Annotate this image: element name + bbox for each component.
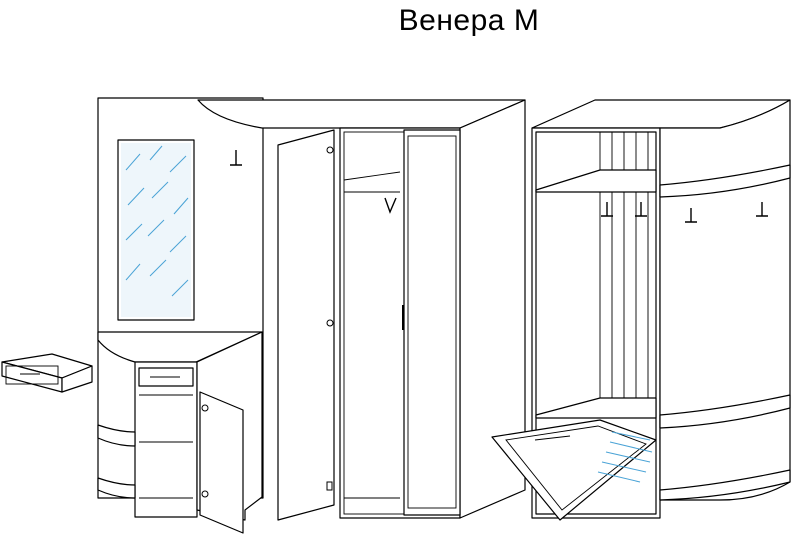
side-shelf-upper bbox=[97, 424, 136, 447]
hinge-icon bbox=[326, 481, 333, 491]
coat-hook-icon bbox=[230, 150, 242, 166]
detached-drawer bbox=[1, 353, 93, 393]
coat-hook-icon bbox=[756, 202, 768, 217]
open-cabinet-door bbox=[199, 391, 244, 534]
shoe-shelf bbox=[535, 397, 657, 419]
corner-shelf-upper bbox=[659, 164, 791, 198]
shoe-box-hatch bbox=[597, 431, 653, 483]
hinge-icon bbox=[201, 490, 209, 498]
coat-hook-icon bbox=[685, 208, 697, 223]
corner-shelf-lower bbox=[659, 394, 791, 429]
mirror-frame bbox=[117, 139, 195, 321]
corner-rack-module bbox=[491, 99, 791, 521]
corner-shelf-bottom bbox=[659, 469, 791, 501]
hinge-icon bbox=[201, 404, 209, 412]
drawer-side bbox=[61, 365, 93, 393]
wardrobe-right-door bbox=[403, 129, 461, 516]
mirror-reflection bbox=[125, 145, 189, 297]
wardrobe-left-door bbox=[277, 129, 335, 521]
hinge-icon bbox=[326, 319, 334, 327]
coat-hook-icon bbox=[601, 202, 613, 217]
hinge-icon bbox=[326, 146, 334, 154]
rack-curved-side bbox=[659, 99, 791, 501]
shoe-box-flap bbox=[491, 419, 657, 521]
product-title: Венера М bbox=[398, 4, 540, 37]
wardrobe-module bbox=[197, 99, 526, 521]
cabinet-body bbox=[134, 361, 198, 518]
mirror-glass bbox=[121, 143, 191, 317]
side-shelf-lower bbox=[97, 477, 136, 499]
hanger-icon bbox=[384, 197, 397, 214]
mirror-panel-module bbox=[97, 97, 264, 499]
shelf-cabinet bbox=[97, 331, 263, 534]
hat-shelf bbox=[535, 169, 657, 193]
coat-hook-icon bbox=[635, 202, 647, 217]
